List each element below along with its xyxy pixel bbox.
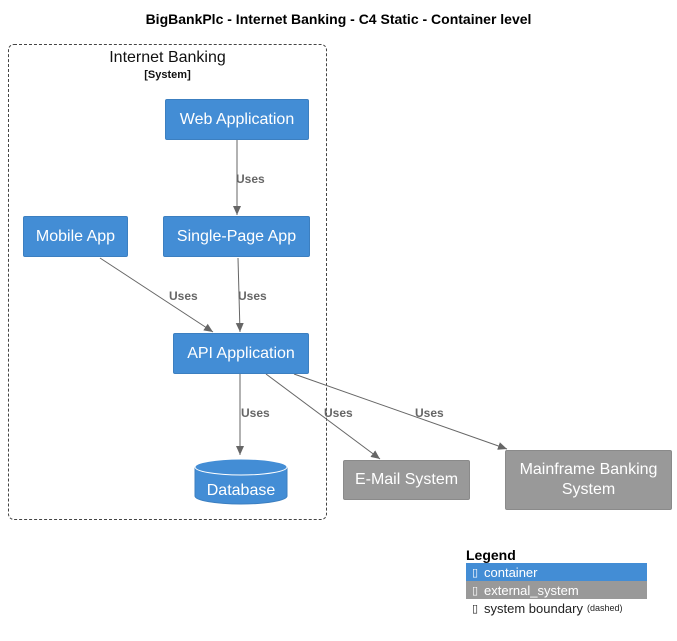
edge-api-to-email <box>265 373 381 460</box>
edge-label-web-spa: Uses <box>236 172 265 186</box>
edge-label-mobile-api: Uses <box>169 289 198 303</box>
edge-label-api-mainframe: Uses <box>415 406 444 420</box>
mobile-app-label: Mobile App <box>35 227 116 245</box>
edge-mobile-to-api <box>99 257 214 333</box>
boundary-name: Internet Banking <box>109 49 226 66</box>
legend-system-boundary-label: system boundary <box>484 600 583 616</box>
database-cylinder[interactable] <box>194 458 288 505</box>
container-swatch-icon: ▯ <box>471 566 479 579</box>
boundary-swatch-icon: ▯ <box>471 602 479 615</box>
legend-item-external-system: ▯ external_system <box>466 581 647 599</box>
database-label: Database <box>206 482 276 499</box>
edge-label-spa-api: Uses <box>238 289 267 303</box>
legend-container-label: container <box>484 564 538 580</box>
legend-dashed-note: (dashed) <box>587 603 623 613</box>
single-page-app-node[interactable]: Single-Page App <box>163 216 310 257</box>
edge-label-api-db: Uses <box>241 406 270 420</box>
boundary-type: [System] <box>144 69 191 81</box>
mainframe-banking-system-node[interactable]: Mainframe Banking System <box>505 450 672 510</box>
web-application-node[interactable]: Web Application <box>165 99 309 140</box>
legend-title: Legend <box>466 547 516 563</box>
legend-external-system-label: external_system <box>484 582 579 598</box>
external-system-swatch-icon: ▯ <box>471 584 479 597</box>
web-application-label: Web Application <box>179 110 295 128</box>
diagram-title: BigBankPlc - Internet Banking - C4 Stati… <box>145 11 532 27</box>
api-application-label: API Application <box>187 344 295 362</box>
mainframe-label-line2: System <box>561 481 616 498</box>
single-page-app-label: Single-Page App <box>176 227 297 245</box>
system-boundary <box>8 44 327 520</box>
email-system-node[interactable]: E-Mail System <box>343 460 470 500</box>
api-application-node[interactable]: API Application <box>173 333 309 374</box>
edge-label-api-email: Uses <box>324 406 353 420</box>
legend-item-system-boundary: ▯ system boundary (dashed) <box>466 599 647 617</box>
mobile-app-node[interactable]: Mobile App <box>23 216 128 257</box>
edge-api-to-mainframe <box>293 373 508 450</box>
legend-item-container: ▯ container <box>466 563 647 581</box>
mainframe-label-line1: Mainframe Banking <box>519 461 658 478</box>
edge-spa-to-api <box>235 257 244 333</box>
email-system-label: E-Mail System <box>354 471 459 488</box>
